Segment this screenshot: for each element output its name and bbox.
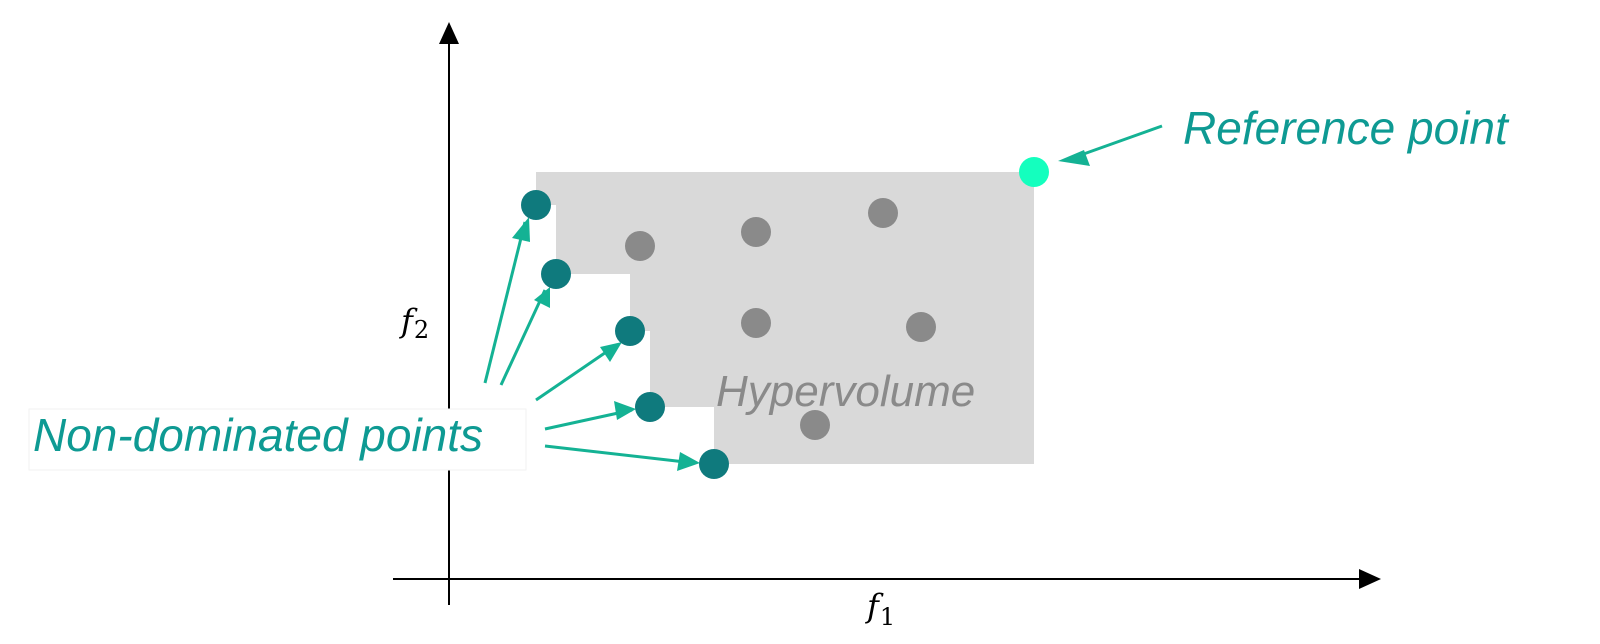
reference-arrow-icon [1077,124,1163,158]
dominated-point [625,231,655,261]
non-dominated-point [699,449,729,479]
arrowhead-icon [512,217,530,242]
hypervolume-label: Hypervolume [716,367,975,416]
dominated-points [625,198,936,440]
non-dominated-point [541,259,571,289]
non-dominated-point [635,392,665,422]
non-dominated-point [615,316,645,346]
arrowhead-icon [600,342,622,362]
arrowhead-icon [614,401,636,420]
arrowhead-icon [677,452,700,471]
hypervolume-region [536,172,1034,464]
arrow-icon [535,344,616,402]
x-axis [393,569,1381,589]
dominated-point [741,217,771,247]
dominated-point [800,410,830,440]
reference-point [1019,157,1049,187]
non-dominated-points [521,190,729,479]
x-axis-label: f1 [865,587,895,631]
y-axis [439,22,459,605]
dominated-point [868,198,898,228]
pointer-arrows [483,221,695,465]
dominated-point [906,312,936,342]
y-axis-label: f2 [399,302,429,344]
reference-point-label: Reference point [1183,102,1510,154]
arrow-icon [499,289,547,386]
dominated-point [741,308,771,338]
y-axis-arrowhead-icon [439,22,459,44]
non-dominated-point [521,190,551,220]
arrow-icon [544,444,695,465]
arrowhead-icon [534,287,550,308]
arrow-icon [483,221,527,384]
non-dominated-points-label: Non-dominated points [33,409,483,461]
non-dominated-label-box [28,408,527,471]
x-axis-arrowhead-icon [1359,569,1381,589]
